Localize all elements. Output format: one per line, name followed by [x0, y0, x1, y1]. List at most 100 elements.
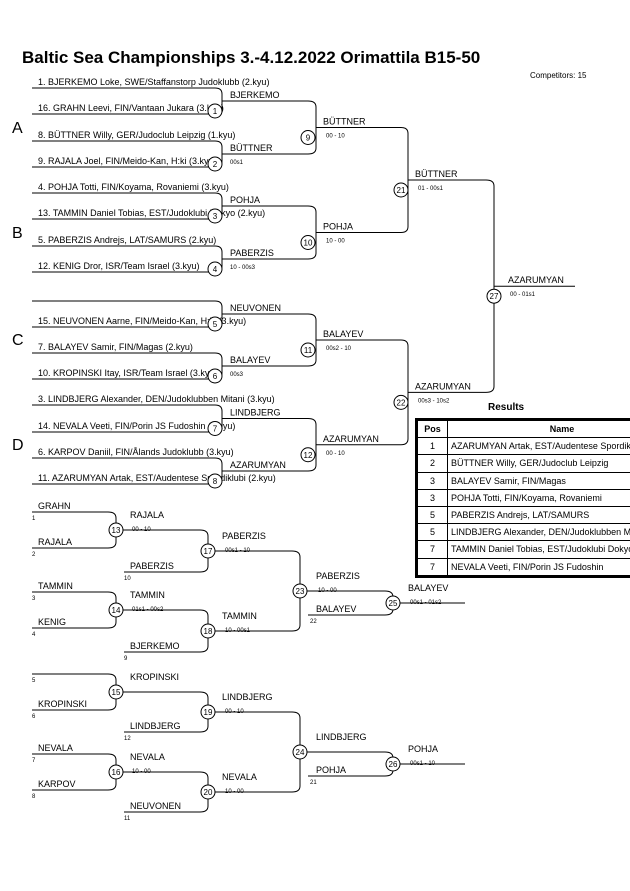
repechage-score: 00s1 - 01s2: [410, 600, 442, 606]
entry-label: 9. RAJALA Joel, FIN/Meido-Kan, H:ki (3.k…: [38, 156, 217, 166]
match-number: 11: [304, 346, 313, 355]
repechage-incoming: BJERKEMO: [130, 641, 180, 651]
match-number: 6: [213, 372, 218, 381]
results-name: BALAYEV Samir, FIN/Magas: [447, 471, 630, 490]
match-circle: 12: [300, 447, 316, 463]
entry-label: 4. POHJA Totti, FIN/Koyama, Rovaniemi (3…: [38, 182, 229, 192]
match-circle: 9: [300, 130, 316, 145]
pool-label-c: C: [12, 332, 24, 349]
repechage-entry: KENIG: [38, 617, 66, 627]
repechage-score: 00s1 - 10: [410, 761, 436, 767]
match-number: 18: [204, 627, 213, 636]
repechage-seed: 7: [32, 758, 36, 764]
repechage-match-circle: 18: [200, 623, 216, 639]
match-number: 27: [490, 292, 499, 301]
competitors-count: Competitors: 15: [530, 71, 587, 80]
match-number: 26: [389, 760, 398, 769]
match-number: 9: [306, 134, 311, 143]
repechage-seed: 2: [32, 552, 36, 558]
match-score: 00s2 - 10: [326, 346, 352, 352]
entry-label: 5. PABERZIS Andrejs, LAT/SAMURS (2.kyu): [38, 235, 216, 245]
match-winner: AZARUMYAN: [415, 381, 471, 391]
repechage-incoming: LINDBJERG: [130, 721, 181, 731]
repechage-winner: TAMMIN: [130, 590, 165, 600]
results-name: PABERZIS Andrejs, LAT/SAMURS: [447, 505, 630, 525]
repechage-entry: NEVALA: [38, 743, 73, 753]
repechage-winner: TAMMIN: [222, 611, 257, 621]
entry-label: 7. BALAYEV Samir, FIN/Magas (2.kyu): [38, 342, 193, 352]
results-pos: 7: [417, 557, 448, 576]
repechage-incoming-seed: 11: [124, 816, 131, 822]
match-number: 1: [213, 107, 218, 116]
repechage-incoming: PABERZIS: [130, 561, 174, 571]
results-pos: 2: [417, 454, 448, 473]
repechage-entry: RAJALA: [38, 537, 72, 547]
match-circle: 11: [300, 342, 316, 358]
repechage-entry: KARPOV: [38, 779, 76, 789]
repechage-score: 10 - 00: [225, 789, 244, 795]
repechage-match-circle: 14: [108, 602, 124, 618]
repechage-match-circle: 25: [385, 595, 401, 611]
match-number: 12: [304, 451, 313, 460]
match-score: 00 - 10: [326, 451, 345, 457]
match-winner: BALAYEV: [323, 329, 363, 339]
match-winner: BÜTTNER: [323, 117, 366, 127]
match-winner: LINDBJERG: [230, 408, 281, 418]
match-number: 21: [397, 186, 406, 195]
match-number: 3: [213, 212, 218, 221]
results-pos: 5: [417, 523, 448, 542]
repechage-entry: TAMMIN: [38, 581, 73, 591]
results-header-name: Name: [447, 419, 630, 439]
pool-label-a: A: [12, 120, 23, 137]
match-circle: 22: [393, 394, 409, 410]
repechage-seed: 6: [32, 714, 36, 720]
repechage-seed: 1: [32, 516, 36, 522]
match-number: 15: [112, 688, 121, 697]
match-number: 25: [389, 599, 398, 608]
match-score: 00 - 01s1: [510, 292, 536, 298]
sheet-title: Baltic Sea Championships 3.-4.12.2022 Or…: [22, 48, 480, 67]
repechage-winner: LINDBJERG: [222, 692, 273, 702]
match-number: 10: [304, 239, 313, 248]
match-number: 16: [112, 768, 121, 777]
repechage-incoming-seed: 10: [124, 576, 131, 582]
match-score: 00 - 10: [326, 134, 345, 140]
repechage-winner: RAJALA: [130, 510, 164, 520]
match-winner: AZARUMYAN: [230, 460, 286, 470]
match-winner: AZARUMYAN: [508, 275, 564, 285]
match-number: 7: [213, 425, 218, 434]
entry-label: 10. KROPINSKI Itay, ISR/Team Israel (3.k…: [38, 368, 217, 378]
match-circle: 4: [207, 261, 223, 277]
repechage-incoming-seed: 22: [310, 619, 317, 625]
repechage-seed: 4: [32, 632, 36, 638]
repechage-winner: LINDBJERG: [316, 732, 367, 742]
repechage-match-circle: 24: [292, 744, 308, 760]
repechage-entry: KROPINSKI: [38, 699, 87, 709]
match-circle: 7: [207, 421, 223, 436]
match-circle: 27: [486, 288, 502, 304]
repechage-winner: NEVALA: [222, 772, 257, 782]
entry-label: 11. AZARUMYAN Artak, EST/Audentese Spord…: [38, 473, 276, 483]
repechage-match-circle: 17: [200, 543, 216, 559]
repechage-match-circle: 16: [108, 764, 124, 780]
bracket-marks: 1. BJERKEMO Loke, SWE/Staffanstorp Judok…: [32, 77, 564, 822]
repechage-match-circle: 13: [108, 522, 124, 538]
repechage-match-circle: 20: [200, 784, 216, 800]
repechage-incoming-seed: 21: [310, 780, 317, 786]
match-number: 24: [296, 748, 305, 757]
repechage-score: 10 - 00s1: [225, 628, 251, 634]
match-circle: 10: [300, 235, 316, 250]
repechage-winner: BALAYEV: [408, 583, 448, 593]
results-pos: 1: [417, 437, 448, 456]
entry-label: 1. BJERKEMO Loke, SWE/Staffanstorp Judok…: [38, 77, 269, 87]
entry-label: 14. NEVALA Veeti, FIN/Porin JS Fudoshin …: [38, 421, 235, 431]
repechage-incoming: BALAYEV: [316, 604, 356, 614]
match-circle: 8: [207, 473, 223, 489]
results-title: Results: [488, 402, 525, 413]
entry-label: 8. BÜTTNER Willy, GER/Judoclub Leipzig (…: [38, 130, 235, 140]
